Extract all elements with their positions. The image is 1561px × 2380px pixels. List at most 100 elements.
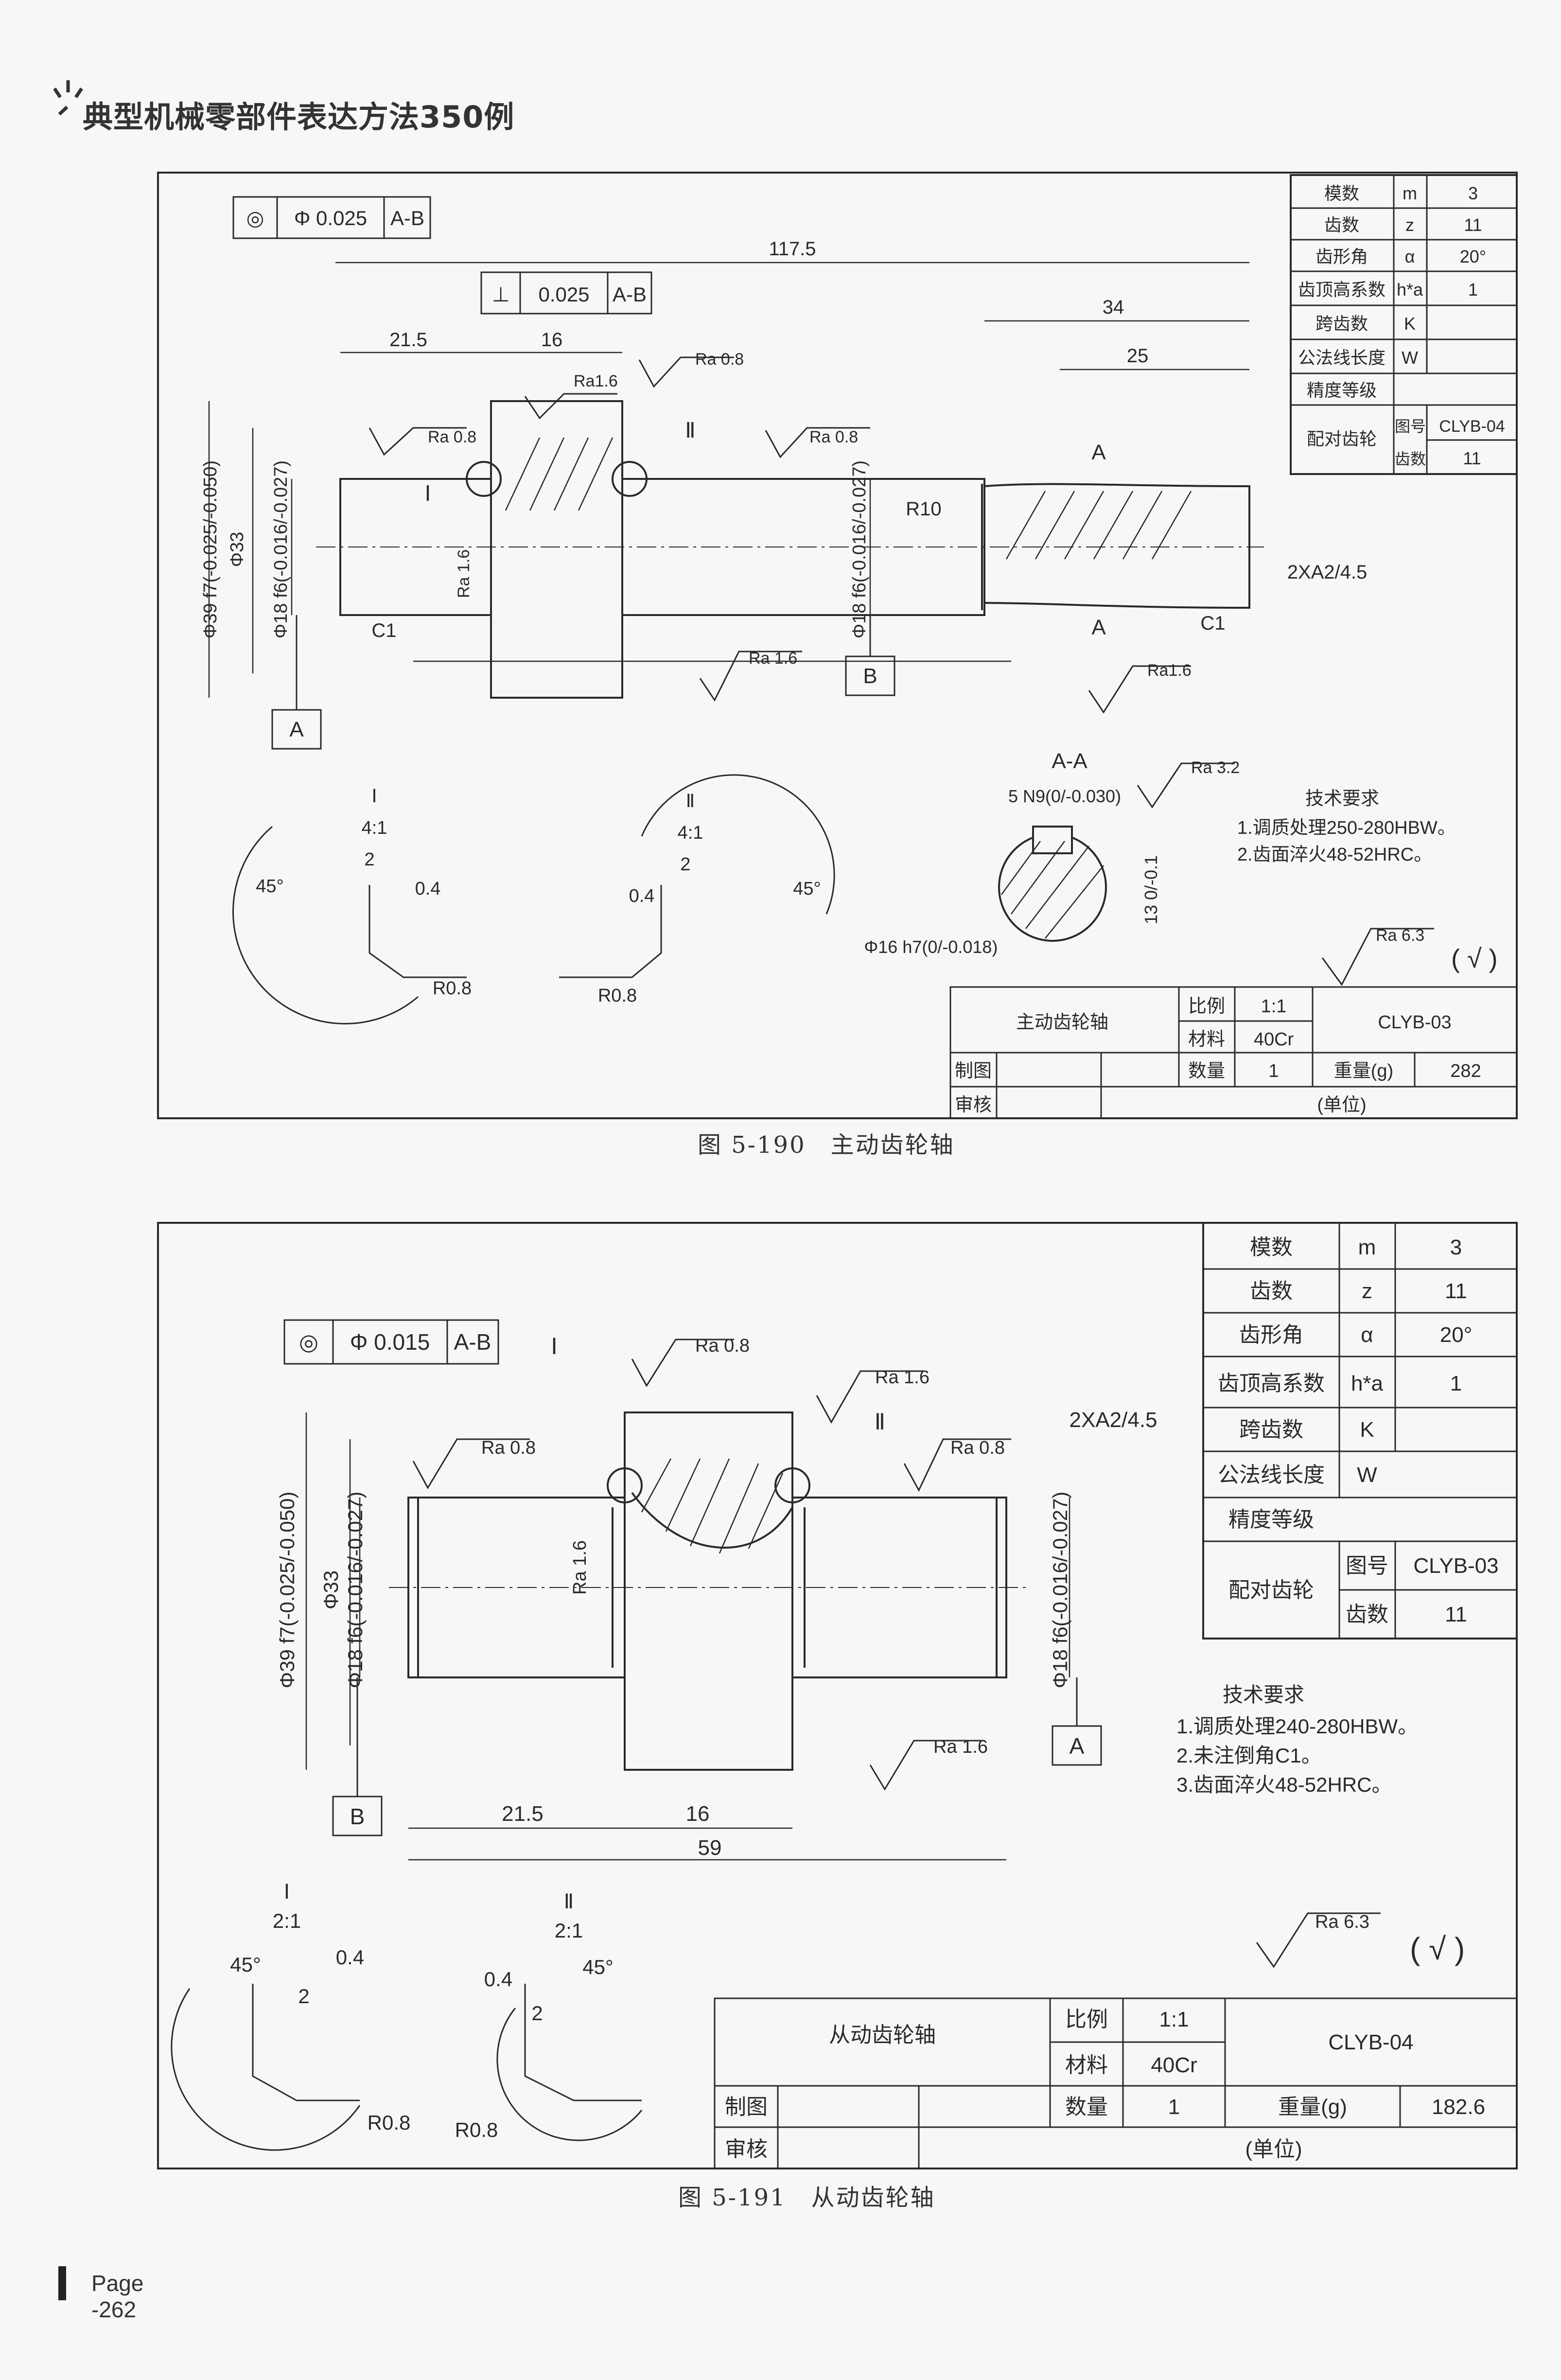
mate-teeth-label: 齿数	[1395, 450, 1426, 468]
roughness-label: Ra 1.6	[933, 1737, 988, 1757]
dim-dia18: Φ18 f6(-0.016/-0.027)	[1049, 1492, 1071, 1689]
scale-value: 1:1	[1261, 996, 1287, 1017]
roughness-label: Ra 3.2	[1191, 758, 1240, 777]
param-name: 齿形角	[1239, 1323, 1303, 1347]
width-label: 0.4	[484, 1968, 512, 1991]
detail-scale: 4:1	[678, 823, 703, 843]
detail-scale: 4:1	[362, 818, 387, 838]
radius-label: R0.8	[368, 2111, 411, 2134]
detail-label: Ⅱ	[686, 791, 695, 811]
param-val: 3	[1468, 183, 1478, 203]
roughness-label: Ra 0.8	[481, 1438, 536, 1458]
param-name: 精度等级	[1228, 1508, 1314, 1532]
perpendicularity-icon: ⊥	[492, 283, 510, 306]
param-val: 1	[1468, 280, 1478, 300]
dim-dia18: Φ18 f6(-0.016/-0.027)	[849, 460, 870, 638]
width-label: 2	[680, 854, 690, 875]
datum-b: B	[350, 1804, 365, 1829]
param-val: 20°	[1460, 247, 1486, 266]
hatch-2	[641, 1458, 784, 1554]
roughness-label: Ra 1.6	[749, 649, 797, 668]
param-sym: z	[1405, 215, 1414, 235]
dim-dia33: Φ33	[319, 1570, 342, 1609]
material-label: 材料	[1188, 1029, 1225, 1050]
mate-teeth: 11	[1445, 1603, 1467, 1626]
scale-label: 比例	[1065, 2008, 1108, 2031]
drawing-code: CLYB-04	[1328, 2030, 1413, 2054]
dim-dia33: Φ33	[227, 532, 247, 567]
detail-scale: 2:1	[273, 1909, 301, 1932]
weight-value: 182.6	[1432, 2095, 1485, 2119]
detail-view-2	[171, 1984, 643, 2151]
roughness-label: Ra 1.6	[455, 549, 473, 598]
unit-label: (单位)	[1245, 2137, 1302, 2161]
shaft-2	[407, 1411, 1007, 1771]
qty-label: 数量	[1065, 2095, 1108, 2119]
param-sym: m	[1358, 1235, 1376, 1259]
weight-label: 重量(g)	[1334, 1061, 1393, 1081]
tech-title: 技术要求	[1305, 789, 1379, 809]
detail-view-1	[232, 774, 835, 1024]
detail-label: Ⅱ	[564, 1890, 574, 1913]
param-name: 齿数	[1250, 1279, 1293, 1303]
burst-icon	[53, 80, 83, 116]
radius-label: R0.8	[433, 978, 472, 999]
width-label: 0.4	[629, 886, 655, 906]
scale-label: 比例	[1188, 996, 1225, 1017]
chamfer-c1: C1	[371, 620, 396, 641]
tech-line: 1.调质处理240-280HBW。	[1176, 1715, 1418, 1738]
roughness-label: Ra 6.3	[1376, 926, 1424, 945]
shaft-1	[339, 400, 1250, 699]
checked-label: 审核	[955, 1095, 992, 1115]
page-marker-bar	[58, 2266, 66, 2300]
rest-roughness: ( √ )	[1410, 1931, 1465, 1966]
drawing-frame-1	[157, 172, 1518, 1119]
param-sym: K	[1404, 314, 1416, 334]
tech-line: 2.齿面淬火48-52HRC。	[1237, 845, 1432, 865]
gdt-value: Φ 0.015	[350, 1329, 430, 1355]
roughness-label: Ra1.6	[1147, 661, 1192, 680]
roughness-label: Ra 0.8	[695, 350, 744, 369]
width-label: 0.4	[415, 879, 441, 899]
detail-mark-ii: Ⅱ	[685, 419, 696, 442]
tech-line: 1.调质处理250-280HBW。	[1237, 818, 1456, 838]
param-name: 模数	[1250, 1235, 1293, 1259]
drawn-label: 制图	[725, 2095, 768, 2119]
page-label: Page -262	[91, 2271, 144, 2322]
mate-drawing-no: CLYB-03	[1413, 1554, 1498, 1578]
part-name: 主动齿轮轴	[1016, 1012, 1108, 1033]
drawing-frame-2	[157, 1222, 1518, 2169]
drawing-code: CLYB-03	[1378, 1012, 1451, 1033]
dim-overall: 117.5	[769, 238, 816, 260]
title-block-1	[949, 986, 1518, 1119]
param-sym: K	[1360, 1418, 1374, 1442]
detail-mark-ii: Ⅱ	[875, 1409, 886, 1434]
param-name: 跨齿数	[1239, 1418, 1303, 1442]
weight-label: 重量(g)	[1278, 2095, 1347, 2119]
roughness-symbols-2	[412, 1339, 1381, 1968]
hatch-1	[505, 437, 1192, 560]
mate-drawing-label: 图号	[1395, 418, 1426, 435]
weight-value: 282	[1450, 1061, 1481, 1081]
tech-line: 2.未注倒角C1。	[1176, 1744, 1322, 1767]
dim-16: 16	[686, 1802, 710, 1826]
section-cut-a: A	[1091, 616, 1106, 639]
page-header: 典型机械零部件表达方法350例	[53, 73, 637, 141]
datum-a: A	[1070, 1733, 1085, 1759]
param-name: 齿顶高系数	[1218, 1372, 1325, 1395]
center-hole-note: 2XA2/4.5	[1287, 562, 1368, 583]
figure-caption-2: 图 5-191 从动齿轮轴	[678, 2184, 935, 2211]
tech-title: 技术要求	[1223, 1683, 1304, 1706]
roughness-label: Ra 0.8	[809, 428, 858, 446]
mate-teeth: 11	[1463, 448, 1481, 468]
section-title: A-A	[1052, 749, 1087, 773]
detail-mark-i: Ⅰ	[551, 1334, 558, 1359]
roughness-symbols	[368, 356, 1434, 986]
param-sym: h*a	[1351, 1372, 1384, 1395]
roughness-label: Ra 0.8	[695, 1336, 750, 1356]
concentricity-icon: ◎	[246, 207, 264, 229]
detail-scale: 2:1	[555, 1919, 583, 1942]
dim-dia39: Φ39 f7(-0.025/-0.050)	[200, 460, 221, 638]
dim-key-width: 5 N9(0/-0.030)	[1008, 786, 1121, 806]
